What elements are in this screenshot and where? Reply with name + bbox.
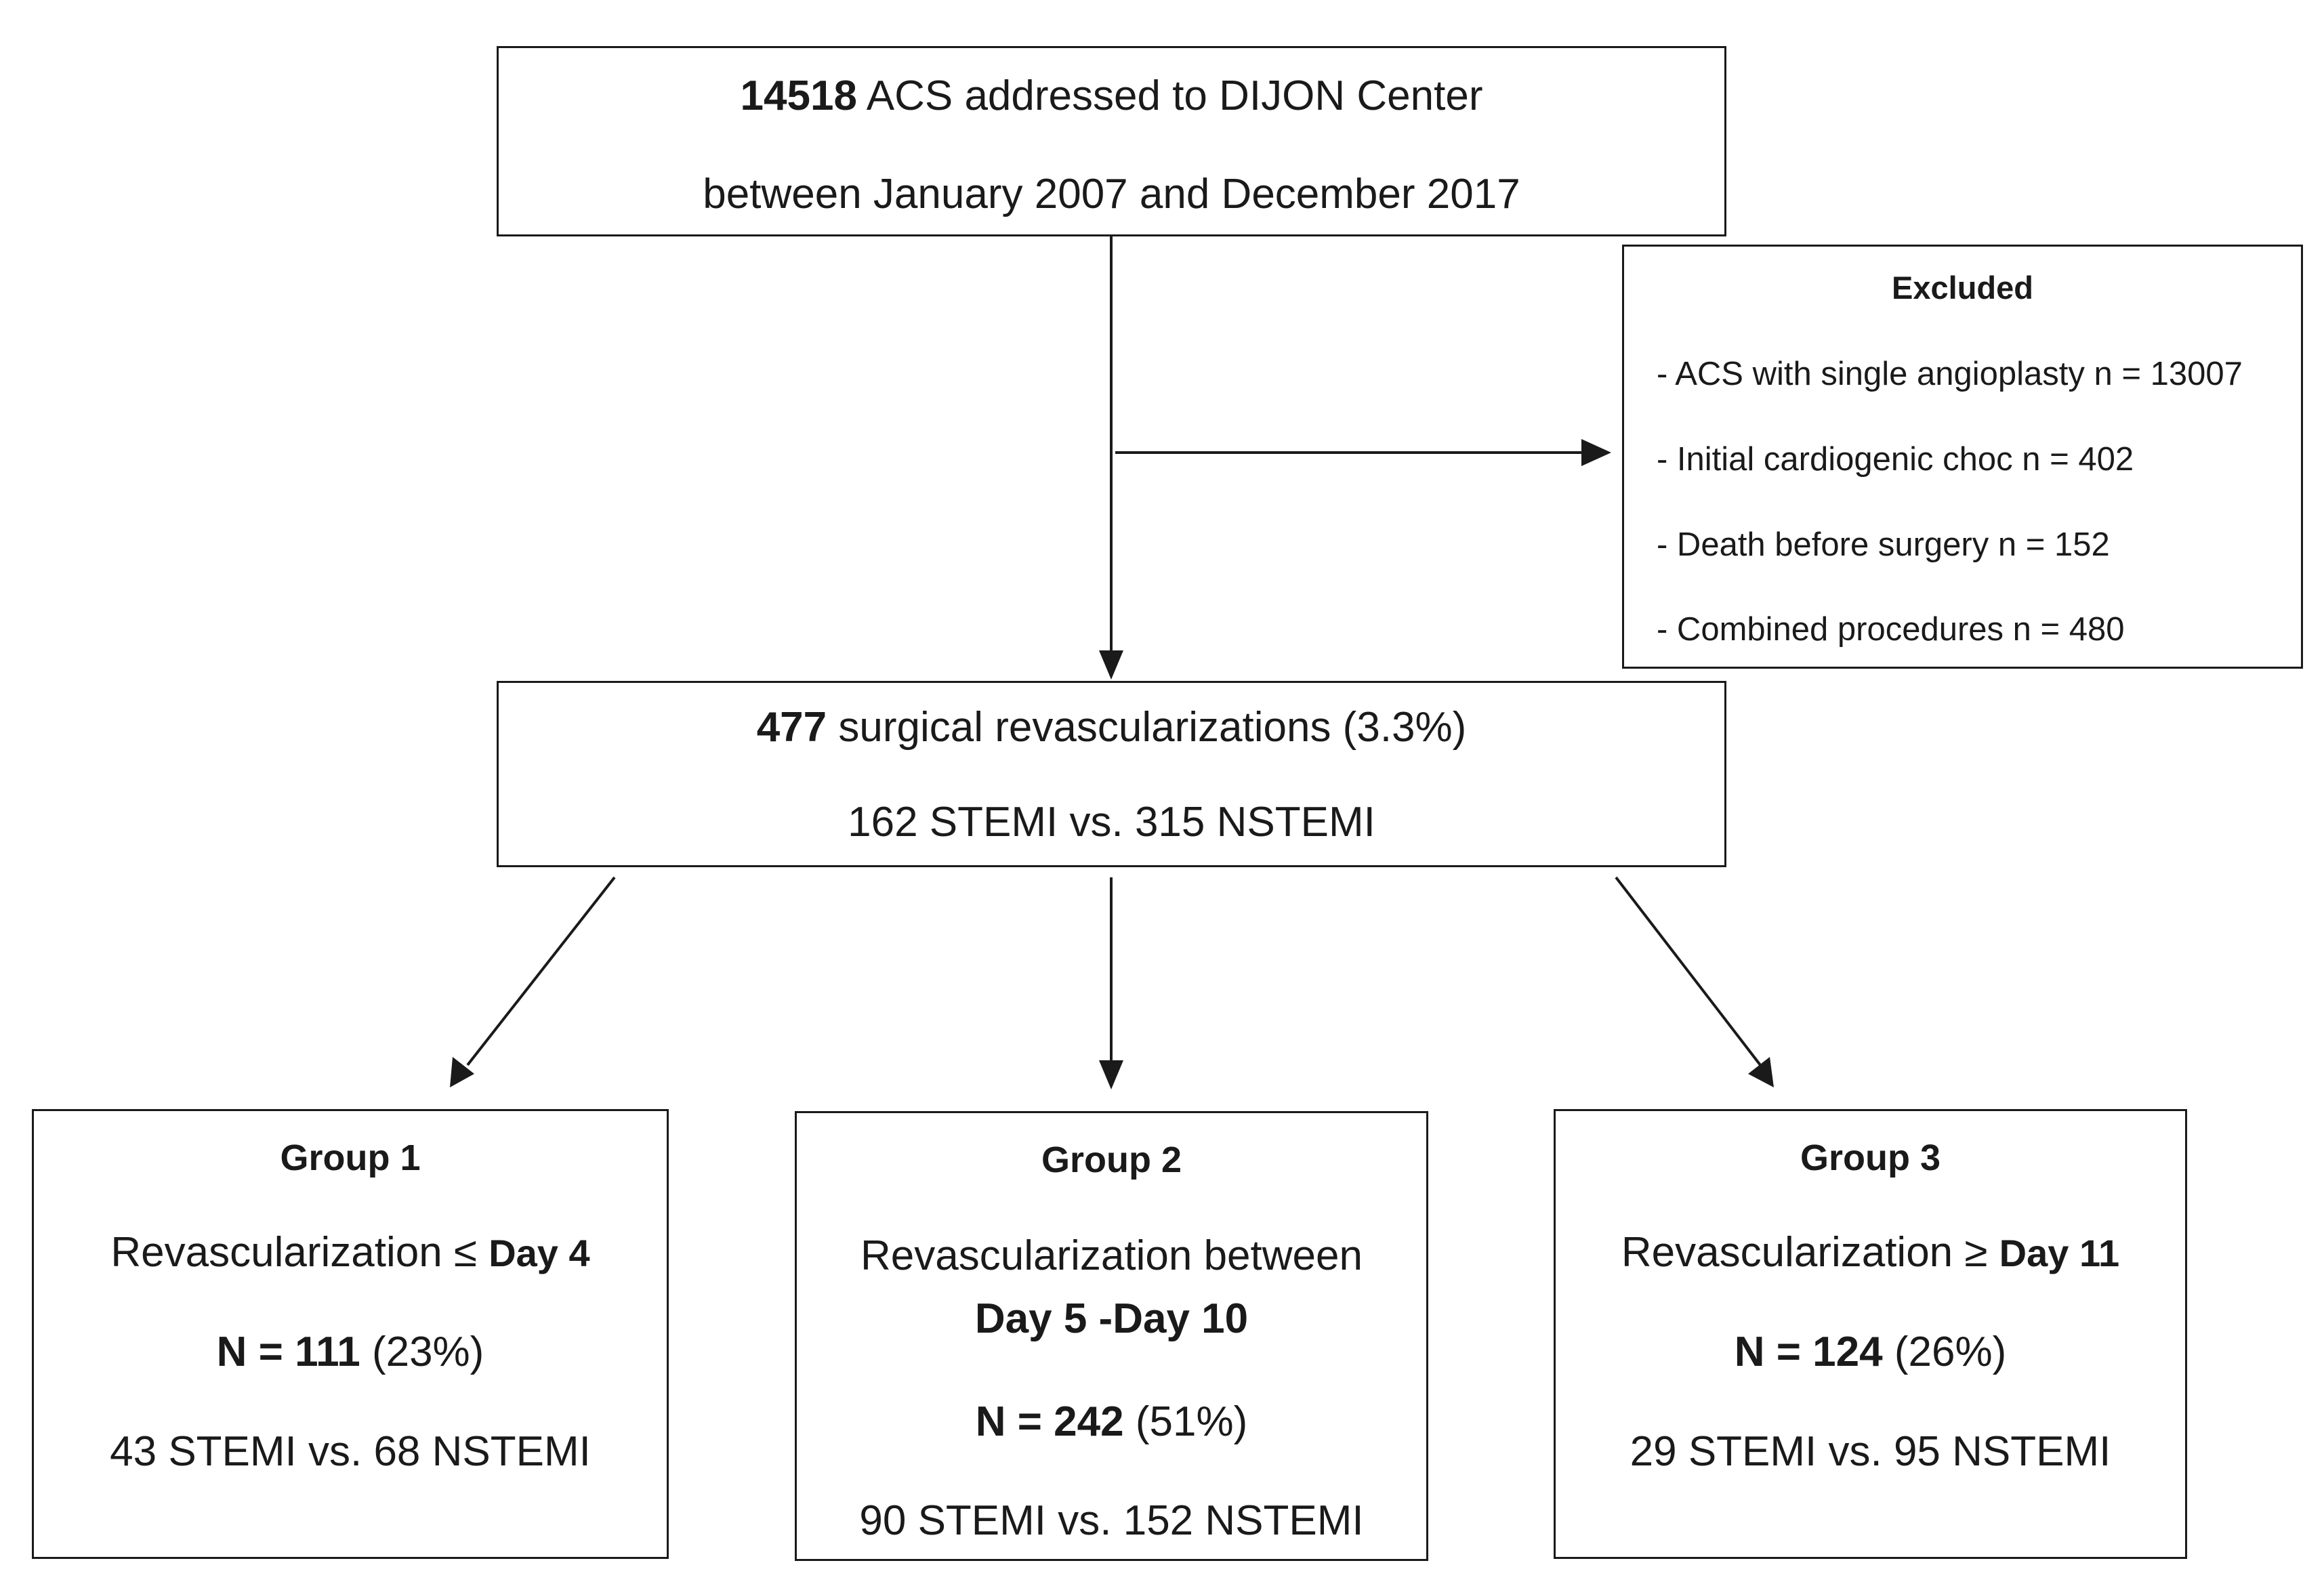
group2-stemi-split: 90 STEMI vs. 152 NSTEMI (859, 1497, 1364, 1544)
surgical-text: surgical revascularizations (3.3%) (827, 704, 1467, 751)
group3-title: Group 3 (1800, 1138, 1941, 1178)
group3-n: N = 124 (26%) (1556, 1328, 2185, 1376)
group2-n: N = 242 (51%) (797, 1398, 1426, 1446)
arrowhead-group3 (1748, 1057, 1774, 1087)
surgical-revascularizations-line1: 477 surgical revascularizations (3.3%) (499, 703, 1724, 751)
group3-n-pct: (26%) (1882, 1329, 2007, 1375)
excluded-item-combined: - Combined procedures n = 480 (1657, 611, 2125, 648)
group3-rev-day: Day 11 (1999, 1232, 2120, 1274)
excluded-item-cardiogenic-choc: - Initial cardiogenic choc n = 402 (1657, 441, 2134, 478)
initial-cohort-period: between January 2007 and December 2017 (703, 171, 1520, 217)
group3-stemi-split: 29 STEMI vs. 95 NSTEMI (1630, 1428, 2111, 1475)
excluded-item-death: - Death before surgery n = 152 (1657, 526, 2110, 563)
group3-rev-prefix: Revascularization ≥ (1621, 1229, 1999, 1276)
arrowhead-excluded (1581, 439, 1611, 466)
group1-stemi-split: 43 STEMI vs. 68 NSTEMI (110, 1428, 591, 1475)
group2-n-pct: (51%) (1123, 1398, 1248, 1445)
group3-box: Group 3 Revascularization ≥ Day 11 N = 1… (1554, 1109, 2187, 1559)
initial-cohort-line1: 14518 ACS addressed to DIJON Center (499, 72, 1724, 120)
arrowhead-group1 (450, 1057, 474, 1087)
arrowhead-group2 (1099, 1060, 1123, 1089)
group1-title: Group 1 (280, 1138, 421, 1178)
group2-n-count: N = 242 (975, 1398, 1124, 1445)
group2-revascularization: Revascularization between (860, 1232, 1363, 1279)
excluded-title: Excluded (1892, 270, 2033, 306)
arrow-to-group3 (1615, 876, 1762, 1066)
group2-rev-days: Day 5 -Day 10 (974, 1295, 1249, 1342)
group3-n-count: N = 124 (1734, 1329, 1883, 1375)
excluded-box: Excluded - ACS with single angioplasty n… (1622, 245, 2303, 669)
initial-cohort-box: 14518 ACS addressed to DIJON Center betw… (497, 46, 1726, 236)
group1-rev-day: Day 4 (489, 1232, 590, 1274)
surgical-revascularizations-box: 477 surgical revascularizations (3.3%) 1… (497, 681, 1726, 867)
group3-revascularization: Revascularization ≥ Day 11 (1556, 1228, 2185, 1276)
group1-box: Group 1 Revascularization ≤ Day 4 N = 11… (32, 1109, 669, 1559)
initial-cohort-count: 14518 (740, 72, 857, 119)
group1-revascularization: Revascularization ≤ Day 4 (34, 1228, 667, 1276)
surgical-stemi-split: 162 STEMI vs. 315 NSTEMI (848, 799, 1375, 846)
initial-cohort-text: ACS addressed to DIJON Center (856, 72, 1483, 119)
group1-n: N = 111 (23%) (34, 1328, 667, 1376)
group2-box: Group 2 Revascularization between Day 5 … (795, 1111, 1428, 1561)
group1-n-count: N = 111 (216, 1329, 360, 1375)
surgical-count: 477 (756, 704, 827, 751)
arrowhead-middle (1099, 650, 1123, 680)
group1-rev-prefix: Revascularization ≤ (110, 1229, 489, 1276)
arrow-to-group1 (466, 876, 616, 1066)
group1-n-pct: (23%) (360, 1329, 484, 1375)
excluded-item-angioplasty: - ACS with single angioplasty n = 13007 (1657, 356, 2243, 392)
group2-title: Group 2 (1041, 1140, 1182, 1180)
